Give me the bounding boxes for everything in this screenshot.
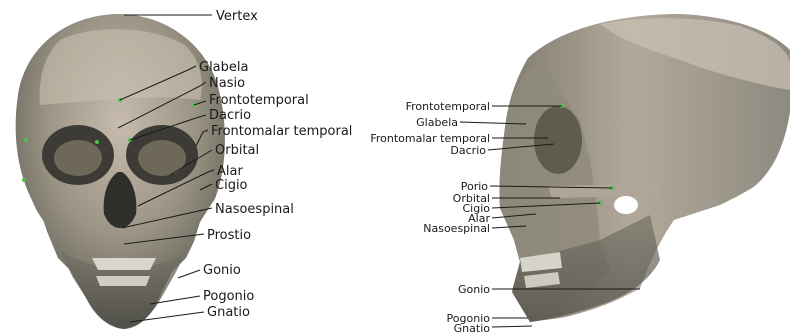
- label-cigio: Cigio: [215, 178, 248, 193]
- landmark-dot: [95, 140, 99, 144]
- lateral-orbit: [534, 106, 582, 174]
- label-gonio: Gonio: [203, 263, 241, 278]
- label-gnatio: Gnatio: [207, 305, 250, 320]
- leader-lat-gnatio: [492, 326, 532, 327]
- label-dacrio: Dacrio: [209, 108, 251, 123]
- lateral-skull: [499, 14, 790, 322]
- lateral-zygomatic-arch: [548, 184, 660, 198]
- lateral-labels: Frontotemporal Glabela Frontomalar tempo…: [370, 100, 490, 335]
- label-lat-gnatio: Gnatio: [454, 322, 491, 335]
- label-lat-nasoespinal: Nasoespinal: [423, 222, 490, 235]
- label-lat-frontotemporal: Frontotemporal: [406, 100, 490, 113]
- label-lat-gonio: Gonio: [458, 283, 490, 296]
- label-lat-glabela: Glabela: [416, 116, 458, 129]
- label-nasio: Nasio: [209, 76, 245, 91]
- label-frontotemporal: Frontotemporal: [209, 93, 309, 108]
- frontal-skull: [16, 14, 225, 329]
- lateral-ear-canal: [614, 196, 638, 214]
- right-orbit-inner: [138, 140, 186, 176]
- landmark-dot: [24, 138, 28, 142]
- label-alar: Alar: [217, 164, 243, 179]
- label-vertex: Vertex: [216, 9, 258, 24]
- leader-gonio: [178, 270, 200, 278]
- label-glabela: Glabela: [199, 60, 248, 75]
- frontal-upper-teeth: [92, 258, 156, 270]
- frontal-lower-teeth: [96, 276, 150, 286]
- label-prostio: Prostio: [207, 228, 251, 243]
- label-frontomalar-temporal: Frontomalar temporal: [211, 124, 352, 139]
- label-pogonio: Pogonio: [203, 289, 254, 304]
- label-nasoespinal: Nasoespinal: [215, 202, 294, 217]
- landmark-dot: [22, 178, 26, 182]
- frontal-labels: Vertex Glabela Nasio Frontotemporal Dacr…: [199, 9, 352, 320]
- label-orbital: Orbital: [215, 143, 259, 158]
- left-orbit-inner: [54, 140, 102, 176]
- label-lat-dacrio: Dacrio: [450, 144, 486, 157]
